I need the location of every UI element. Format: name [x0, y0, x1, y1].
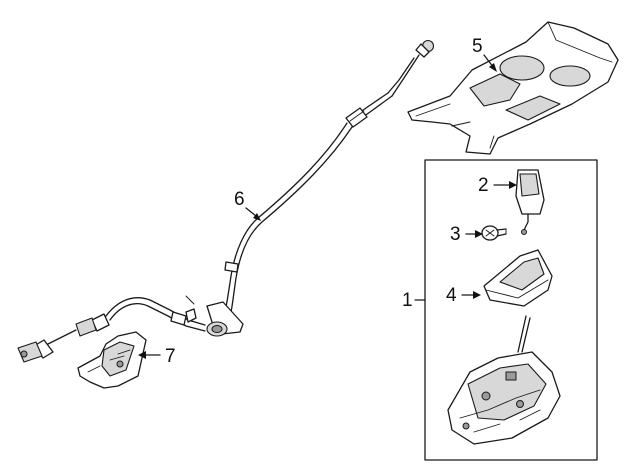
- shift-cable: [17, 39, 435, 363]
- shifter-assembly: [447, 315, 561, 445]
- callout-2: 2: [478, 175, 517, 196]
- callout-3: 3: [450, 224, 483, 245]
- screw: [481, 225, 507, 241]
- console-trim-panel: [407, 21, 619, 155]
- callout-7: 7: [138, 346, 176, 367]
- cable-bracket: [77, 331, 147, 389]
- shift-knob: [515, 169, 545, 235]
- callout-1: 1: [402, 290, 426, 311]
- callout-5: 5: [472, 36, 497, 72]
- callout-label: 1: [402, 290, 413, 311]
- callout-6: 6: [234, 189, 261, 221]
- assembly-box: [424, 159, 598, 461]
- callout-4: 4: [446, 285, 481, 306]
- callout-label: 4: [446, 285, 457, 306]
- callout-label: 7: [165, 346, 176, 367]
- callout-label: 6: [234, 189, 245, 210]
- shift-boot-bezel: [483, 249, 553, 307]
- callout-label: 5: [472, 36, 483, 57]
- callout-label: 2: [478, 175, 489, 196]
- callout-label: 3: [450, 224, 461, 245]
